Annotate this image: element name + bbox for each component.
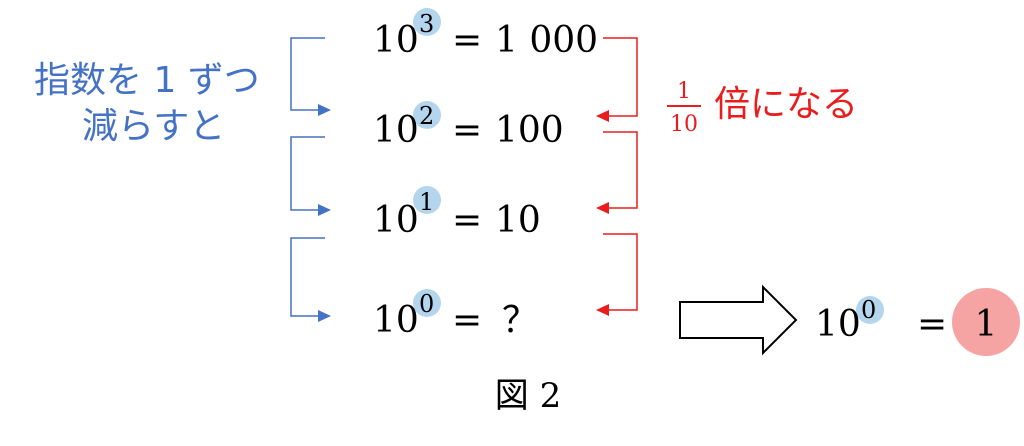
- equation-equals: =: [452, 20, 482, 61]
- red-brackets: [603, 37, 638, 311]
- equation-base: 10: [373, 200, 419, 241]
- equation-equals: =: [452, 300, 482, 341]
- equation-equals: =: [452, 110, 482, 151]
- exponent-highlight: [856, 296, 884, 324]
- result-value: 1: [975, 304, 998, 345]
- equation-exponent: 1: [419, 188, 434, 216]
- equation-value: 100: [495, 110, 564, 151]
- right-arrow-icon: [679, 284, 798, 356]
- equation-value: 1 000: [495, 20, 598, 61]
- blue-brackets: [290, 37, 325, 317]
- equation-base: 10: [373, 110, 419, 151]
- result-equation: 10 0 = 1: [815, 288, 1020, 356]
- blue-bracket-3: [290, 237, 325, 317]
- red-arrowhead-1: [596, 110, 609, 122]
- equation-value: 10: [495, 200, 541, 241]
- exponent-highlight: [413, 101, 441, 129]
- blue-bracket-1: [290, 37, 325, 111]
- blue-arrowhead-2: [318, 204, 331, 216]
- fraction-denominator: 10: [670, 112, 698, 137]
- equation-exponent: 0: [419, 290, 434, 318]
- figure-caption: 図 2: [495, 376, 561, 416]
- equation-base: 10: [373, 20, 419, 61]
- blue-arrowhead-1: [318, 104, 331, 116]
- exponent-highlight: [413, 186, 441, 214]
- equation-base: 10: [373, 300, 419, 341]
- equation-value: ？: [502, 300, 538, 341]
- red-arrowhead-3: [596, 304, 609, 316]
- blue-arrowheads: [318, 104, 331, 322]
- equation-exponent: 2: [419, 102, 434, 130]
- left-note-line2: 減らすと: [82, 106, 225, 147]
- equation-row-3: 10 1 = 10: [373, 186, 541, 241]
- result-highlight: [952, 288, 1020, 356]
- equation-row-1: 10 3 = 1 000: [373, 8, 598, 61]
- exponent-highlight: [413, 289, 441, 317]
- left-note-line1: 指数を 1 ずつ: [34, 60, 260, 101]
- red-arrowhead-2: [596, 202, 609, 214]
- equation-row-4: 10 0 = ？: [373, 289, 538, 341]
- equation-exponent: 3: [419, 10, 434, 38]
- exponent-highlight: [413, 8, 441, 36]
- red-bracket-1: [603, 37, 638, 117]
- equation-equals: =: [452, 200, 482, 241]
- result-equals: =: [917, 304, 947, 345]
- blue-arrowhead-3: [318, 310, 331, 322]
- equation-row-2: 10 2 = 100: [373, 101, 564, 151]
- fraction-numerator: 1: [677, 79, 691, 104]
- result-base: 10: [815, 304, 861, 345]
- red-bracket-2: [603, 131, 638, 209]
- red-arrowheads: [596, 110, 609, 316]
- right-note-text: 倍になる: [714, 84, 858, 125]
- result-exponent: 0: [861, 296, 876, 324]
- red-bracket-3: [603, 233, 638, 311]
- blue-bracket-2: [290, 136, 325, 211]
